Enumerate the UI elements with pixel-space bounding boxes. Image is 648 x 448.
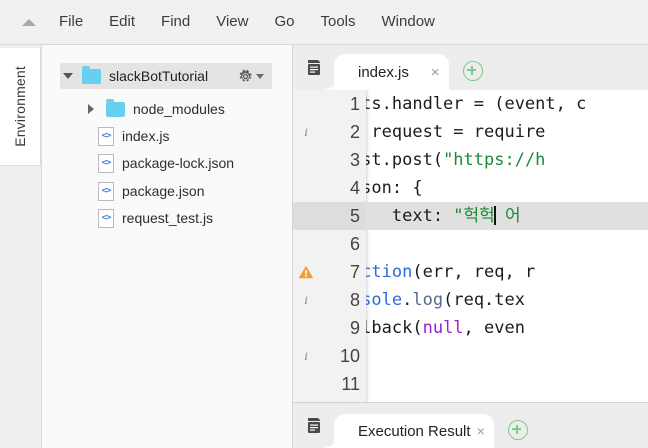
menu-item-view[interactable]: View	[216, 13, 249, 30]
code-line: callback(null, even	[366, 318, 525, 338]
code-text-area[interactable]: exports.handler = (event, c const reques…	[366, 90, 648, 428]
tree-item-slackbottutorial[interactable]: slackBotTutorial	[60, 63, 272, 89]
code-line	[366, 370, 648, 398]
gutter-line: 3	[293, 146, 366, 174]
line-number: 10	[339, 345, 360, 366]
line-number: 6	[349, 233, 360, 254]
code-file-icon	[98, 181, 114, 201]
code-line	[366, 342, 648, 370]
bottom-tab-label: Execution Result	[358, 422, 471, 440]
chevron-right-icon[interactable]	[88, 104, 94, 114]
code-line: request.post("https://h	[366, 150, 546, 170]
code-line: json: {	[366, 178, 423, 198]
plus-circle-icon[interactable]	[462, 61, 483, 81]
line-number: 8	[349, 289, 360, 310]
gutter-line: 7	[293, 258, 366, 286]
gutter-line: i 8	[293, 286, 366, 314]
code-line: exports.handler = (event, c	[366, 94, 587, 114]
project-settings-button[interactable]	[238, 69, 264, 84]
code-file-icon	[98, 126, 114, 146]
menu-item-tools[interactable]: Tools	[320, 13, 356, 30]
line-number: 9	[349, 317, 360, 338]
file-tree-panel: slackBotTutorial node_modules index.js	[42, 45, 293, 448]
editor-tab-index-js[interactable]: index.js ×	[325, 54, 449, 90]
code-line-active: text: "헉헉 어	[366, 202, 648, 230]
gutter-line: 11	[293, 370, 366, 398]
bottom-panel-tab-bar: Execution Result ×	[293, 402, 648, 448]
gutter-line-active: 5	[293, 202, 366, 230]
tree-item-label: node_modules	[133, 101, 225, 117]
gear-icon	[238, 69, 253, 84]
caret-down-icon	[256, 73, 264, 79]
left-tab-strip: Environment	[0, 45, 42, 448]
code-file-icon	[98, 153, 114, 173]
line-number: 5	[349, 205, 360, 226]
code-pane[interactable]: 1 i 2 3 4 5	[293, 90, 648, 428]
folder-icon	[82, 65, 101, 84]
close-icon[interactable]: ×	[476, 423, 485, 439]
close-icon[interactable]: ×	[430, 63, 440, 81]
chevron-down-icon[interactable]	[63, 73, 73, 79]
menu-item-edit[interactable]: Edit	[109, 13, 136, 30]
line-number: 2	[349, 121, 360, 142]
line-number: 3	[349, 149, 360, 170]
tree-item-label: package-lock.json	[122, 155, 235, 171]
line-number: 1	[349, 93, 360, 114]
editor-tab-bar: index.js ×	[293, 45, 648, 90]
tree-item-package-lock-json[interactable]: package-lock.json	[98, 150, 234, 176]
code-line: console.log(req.tex	[366, 290, 525, 310]
gutter-line: 4	[293, 174, 366, 202]
editor-tab-label: index.js	[358, 63, 409, 81]
collapse-toggle-button[interactable]	[12, 0, 46, 44]
code-line: const request = require	[366, 122, 546, 142]
editor-panel-icon[interactable]	[302, 403, 326, 448]
tree-item-node-modules[interactable]: node_modules	[88, 96, 225, 122]
line-number: 4	[349, 177, 360, 198]
tree-item-request-test-js[interactable]: request_test.js	[98, 205, 213, 231]
line-number: 7	[349, 261, 360, 282]
sidebar-tab-environment[interactable]: Environment	[0, 48, 41, 166]
folder-icon	[106, 98, 125, 117]
gutter-line: 9	[293, 314, 366, 342]
code-line: , function(err, req, r	[366, 262, 536, 282]
triangle-up-icon	[22, 18, 36, 26]
tree-item-label: package.json	[122, 183, 205, 199]
tree-item-label: request_test.js	[122, 210, 214, 226]
gutter-line: 1	[293, 90, 366, 118]
sidebar-tab-environment-label: Environment	[12, 66, 28, 147]
gutter-line: i 2	[293, 118, 366, 146]
line-number: 11	[341, 373, 360, 394]
info-icon[interactable]: i	[304, 292, 308, 307]
info-icon[interactable]: i	[304, 124, 308, 139]
tree-item-label: index.js	[122, 128, 170, 144]
bottom-tab-execution-result[interactable]: Execution Result ×	[325, 414, 494, 448]
menu-item-go[interactable]: Go	[274, 13, 295, 30]
gutter-line: 6	[293, 230, 366, 258]
code-file-icon	[98, 208, 114, 228]
editor-gutter: 1 i 2 3 4 5	[293, 90, 366, 428]
tree-item-index-js[interactable]: index.js	[98, 123, 169, 149]
plus-circle-icon[interactable]	[507, 420, 528, 440]
editor-panel-icon[interactable]	[302, 45, 326, 90]
menu-item-find[interactable]: Find	[161, 13, 191, 30]
warning-icon[interactable]	[293, 265, 319, 279]
menu-item-window[interactable]: Window	[381, 13, 435, 30]
editor-area: index.js × 1 i 2 3	[293, 45, 648, 448]
tree-item-label: slackBotTutorial	[109, 68, 209, 84]
gutter-line: i 10	[293, 342, 366, 370]
menu-bar: File Edit Find View Go Tools Window	[0, 0, 648, 45]
info-icon[interactable]: i	[304, 348, 308, 363]
code-line: }	[366, 230, 648, 258]
menu-item-file[interactable]: File	[59, 13, 84, 30]
tree-item-package-json[interactable]: package.json	[98, 178, 205, 204]
text-cursor	[493, 206, 496, 225]
